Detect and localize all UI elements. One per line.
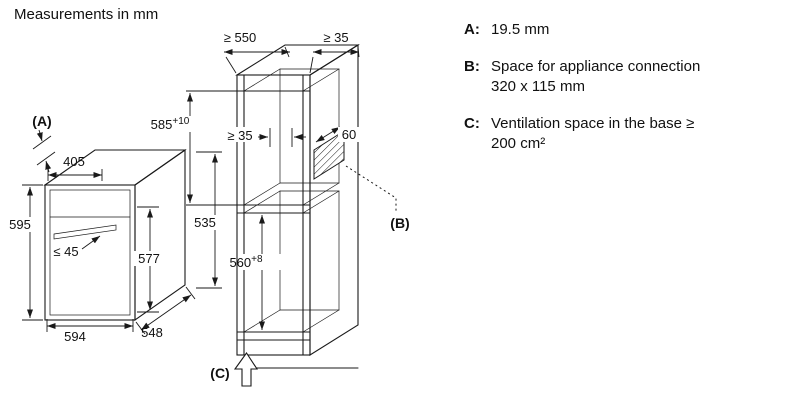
legend-key-b: B: [464, 58, 480, 75]
dim-560-label: 560+8 [229, 254, 263, 270]
cabinet-drawing [235, 44, 360, 369]
dim-535-label: 535 [194, 215, 216, 230]
installation-diagram: 405 595 ≤ 45 577 535 594 548 (A) ≥ 550 ≥… [9, 30, 410, 387]
dim-548-label: 548 [141, 325, 163, 340]
oven-drawing [43, 148, 187, 322]
dimension-lines [22, 46, 360, 335]
dim-594-label: 594 [64, 329, 86, 344]
dim-595-label: 595 [9, 217, 31, 232]
dim-35-top-label: ≥ 35 [323, 30, 348, 45]
cabinet-top-face [235, 44, 360, 76]
legend-key-c: C: [464, 115, 480, 132]
legend: A: 19.5 mm B: Space for appliance connec… [464, 20, 790, 171]
leader-to-b [345, 165, 397, 212]
ventilation-arrow-icon [233, 352, 259, 387]
dim-577-label: 577 [138, 251, 160, 266]
oven-door [49, 189, 131, 316]
cabinet-interior-lines [243, 68, 340, 333]
legend-item-c: C: Ventilation space in the base ≥ 200 c… [464, 114, 790, 154]
page-title: Measurements in mm [14, 6, 159, 23]
oven-handle [53, 224, 117, 240]
dim-585-label: 585+10 [151, 116, 190, 132]
dim-550-label: ≥ 550 [224, 30, 256, 45]
legend-item-b: B: Space for appliance connection 320 x … [464, 57, 790, 97]
cabinet-side-face [309, 44, 359, 356]
legend-text-b: Space for appliance connection 320 x 115… [491, 58, 701, 95]
legend-item-a: A: 19.5 mm [464, 20, 790, 40]
oven-side-face [134, 148, 186, 322]
legend-text-a: 19.5 mm [491, 21, 550, 38]
legend-key-a: A: [464, 21, 480, 38]
label-c: (C) [210, 365, 229, 381]
cabinet-front-face [236, 74, 311, 356]
dim-60-label: 60 [342, 127, 356, 142]
legend-text-c: Ventilation space in the base ≥ 200 cm² [491, 115, 695, 152]
dim-405-label: 405 [63, 154, 85, 169]
dim-35-rear-label: ≥ 35 [227, 128, 252, 143]
label-b: (B) [390, 215, 409, 231]
label-a: (A) [32, 113, 51, 129]
dim-handle-label: ≤ 45 [53, 244, 78, 259]
